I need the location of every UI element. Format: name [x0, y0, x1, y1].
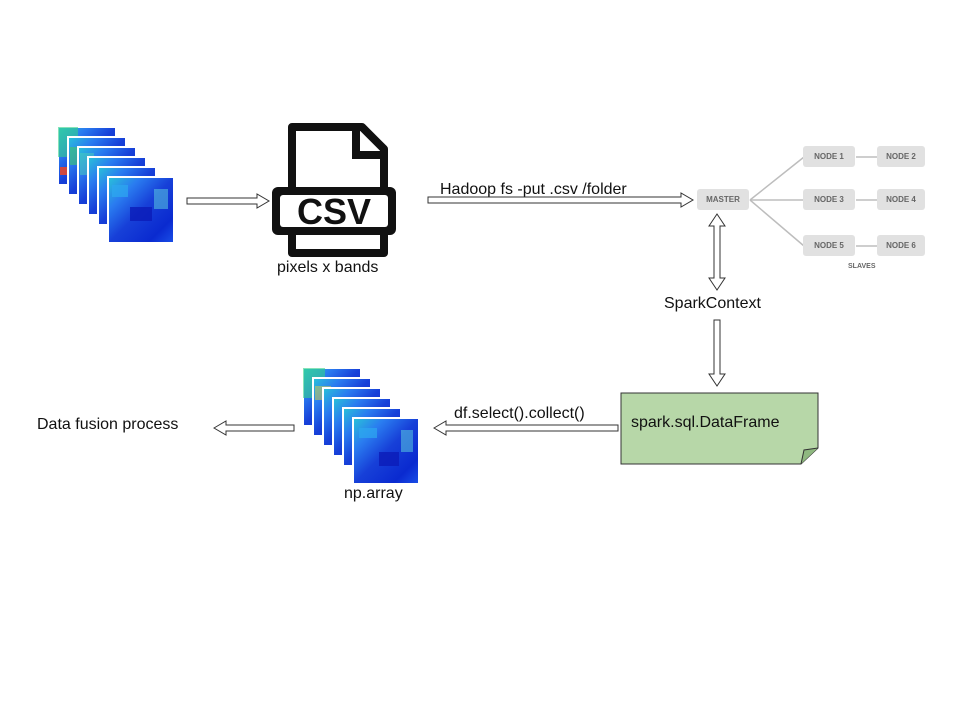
collect-label: df.select().collect() — [454, 405, 585, 422]
cluster-master-node: MASTER — [697, 189, 749, 210]
cluster-slaves-label: SLAVES — [848, 263, 876, 270]
cluster-node-1: NODE 1 — [803, 146, 855, 167]
cluster-node-4: NODE 4 — [877, 189, 925, 210]
cluster-node-3: NODE 3 — [803, 189, 855, 210]
cluster-node-6: NODE 6 — [877, 235, 925, 256]
arrow-master-sparkcontext — [708, 213, 726, 291]
dataframe-note-shape — [620, 392, 819, 465]
cluster-connectors — [749, 156, 878, 247]
csv-caption: pixels x bands — [277, 259, 379, 276]
arrow-sparkcontext-to-dataframe — [708, 319, 726, 387]
hadoop-command-label: Hadoop fs -put .csv /folder — [440, 181, 627, 198]
dataframe-label: spark.sql.DataFrame — [631, 414, 780, 431]
hyperspectral-stack-output — [303, 368, 420, 485]
np-array-label: np.array — [344, 485, 403, 502]
cluster-node-5: NODE 5 — [803, 235, 855, 256]
spark-context-label: SparkContext — [664, 295, 761, 312]
arrow-to-data-fusion — [213, 420, 295, 436]
hyperspectral-stack-input — [58, 127, 175, 244]
csv-icon-text: CSV — [297, 191, 371, 232]
arrow-stack-to-csv — [186, 193, 270, 209]
cluster-node-2: NODE 2 — [877, 146, 925, 167]
data-fusion-label: Data fusion process — [37, 416, 179, 433]
arrow-csv-to-hdfs — [427, 192, 694, 208]
arrow-dataframe-to-nparray — [433, 420, 619, 436]
csv-file-icon: CSV — [272, 123, 396, 257]
